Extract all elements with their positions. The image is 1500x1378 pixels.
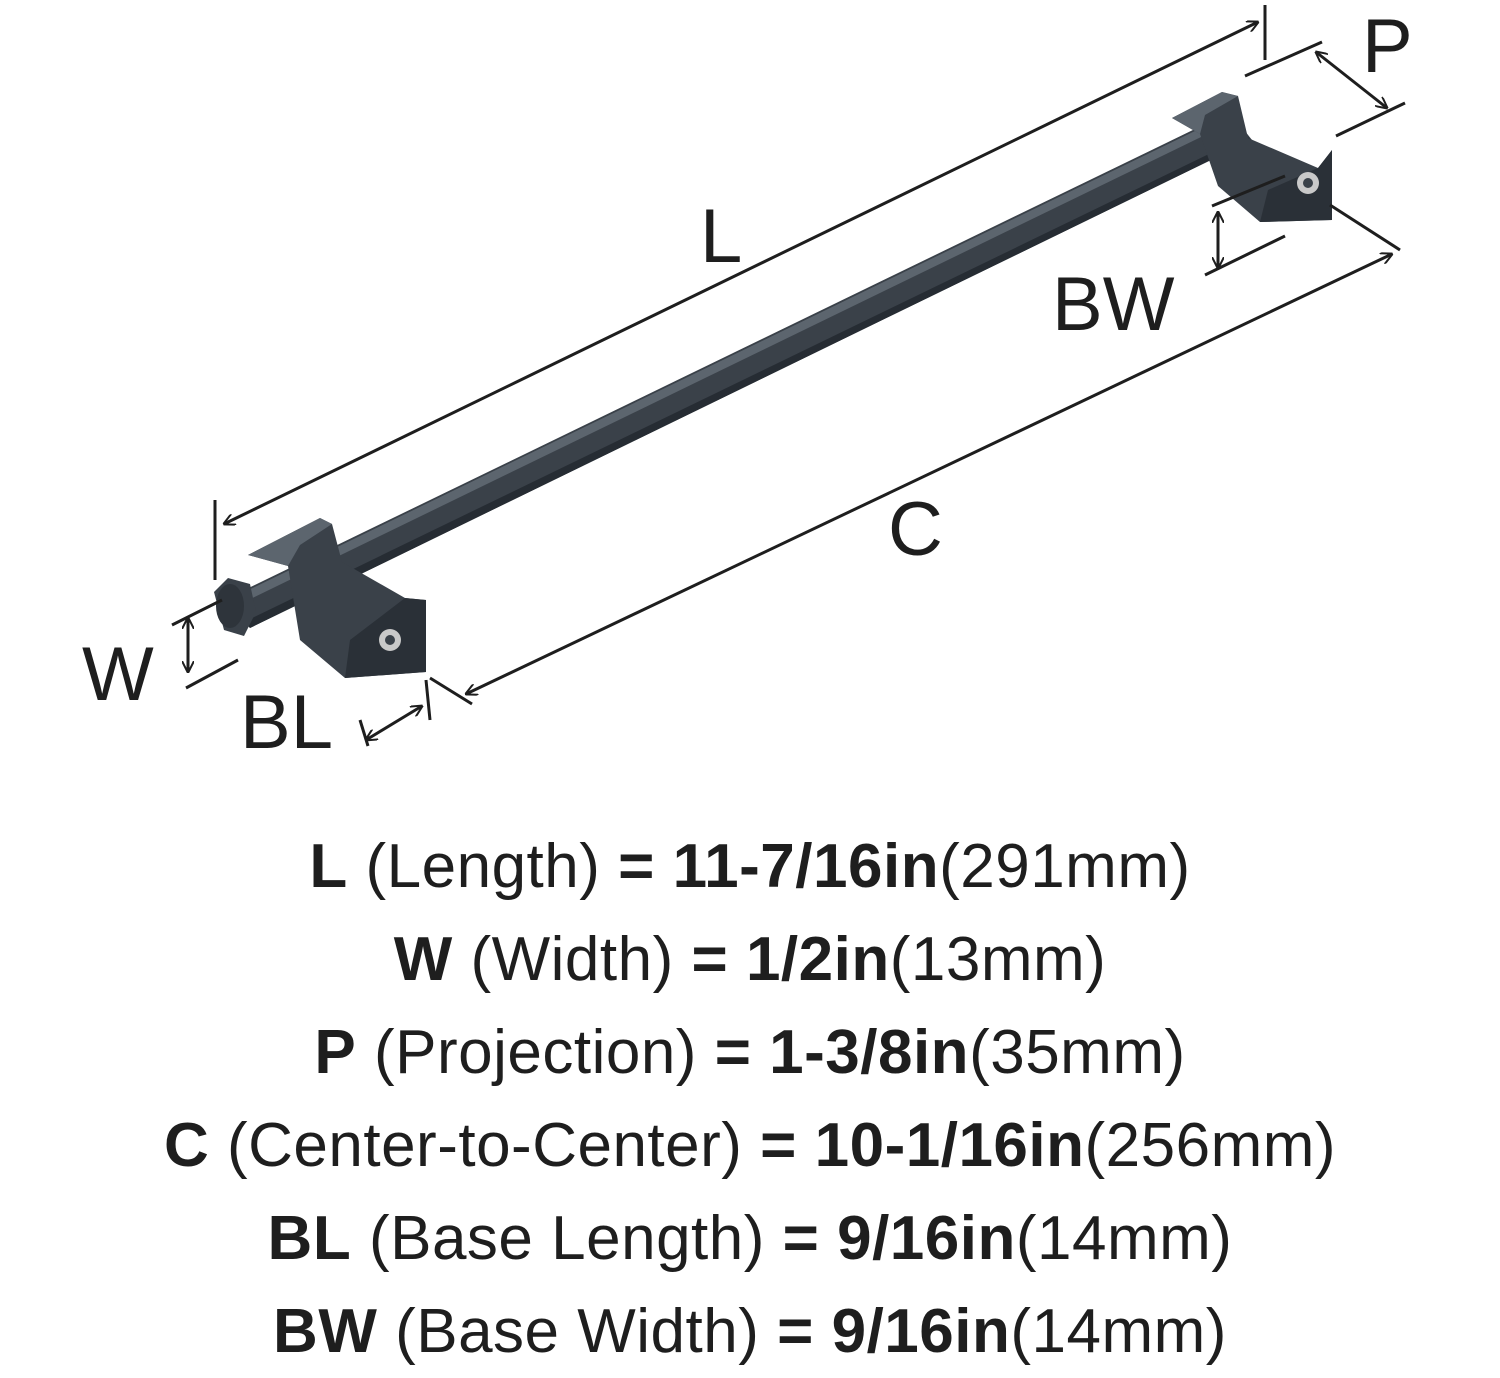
spec-name: (Width) [470, 925, 674, 994]
dim-arrow-c [466, 254, 1392, 694]
spec-imperial-value: 1-3/8in [769, 1018, 970, 1087]
spec-metric-value: (291mm) [939, 832, 1191, 901]
spec-row-center-to-center: C (Center-to-Center) = 10-1/16in(256mm) [0, 1099, 1500, 1192]
left-bar-end-face [216, 584, 244, 628]
dim-extension-p-bottom [1335, 101, 1406, 138]
spec-key: C [163, 1111, 210, 1180]
handle-illustration [214, 92, 1332, 678]
spec-equals: = [777, 1297, 814, 1366]
dim-extension-bw-top [1211, 174, 1286, 208]
spec-imperial-value: 9/16in [837, 1204, 1016, 1273]
spec-row-projection: P (Projection) = 1-3/8in(35mm) [0, 1006, 1500, 1099]
dim-arrow-p [1316, 52, 1387, 108]
dim-extension-bl-left [358, 719, 370, 747]
handle-bar-shadow [244, 136, 1252, 628]
dim-extension-p-top [1244, 40, 1323, 78]
spec-metric-value: (14mm) [1010, 1297, 1227, 1366]
spec-key: L [309, 832, 348, 901]
spec-metric-value: (35mm) [969, 1018, 1186, 1087]
label-bl: BL [240, 680, 333, 765]
spec-name: (Projection) [373, 1018, 697, 1087]
spec-name: (Base Width) [395, 1297, 760, 1366]
spec-key: BL [267, 1204, 352, 1273]
dim-extension-w-bottom [185, 658, 239, 690]
label-p: P [1362, 4, 1413, 89]
spec-row-base-length: BL (Base Length) = 9/16in(14mm) [0, 1192, 1500, 1285]
spec-name: (Base Length) [368, 1204, 765, 1273]
dim-extension-w-top [171, 598, 223, 627]
spec-metric-value: (256mm) [1084, 1111, 1337, 1180]
spec-equals: = [760, 1111, 797, 1180]
label-bw: BW [1052, 262, 1175, 347]
spec-row-base-width: BW (Base Width) = 9/16in(14mm) [0, 1285, 1500, 1378]
dim-extension-c-right [1329, 203, 1401, 252]
spec-row-length: L (Length) = 11-7/16in(291mm) [0, 820, 1500, 913]
dim-extension-bl-right [424, 679, 432, 721]
spec-key: BW [273, 1297, 378, 1366]
spec-equals: = [691, 925, 729, 994]
spec-name: (Center-to-Center) [226, 1111, 743, 1180]
handle-bar [228, 112, 1252, 628]
pull-handle-diagram: L P BW C W BL [82, 4, 1413, 765]
spec-name: (Length) [365, 832, 601, 901]
handle-bar-highlight [232, 114, 1236, 605]
spec-metric-value: (14mm) [1015, 1204, 1233, 1273]
spec-imperial-value: 11-7/16in [672, 832, 940, 901]
spec-metric-value: (13mm) [889, 925, 1107, 994]
spec-key: P [314, 1018, 357, 1087]
label-w: W [82, 632, 154, 717]
specifications-list: L (Length) = 11-7/16in(291mm) W (Width) … [0, 820, 1500, 1378]
spec-imperial-value: 9/16in [831, 1297, 1011, 1366]
spec-equals: = [782, 1204, 820, 1273]
spec-row-width: W (Width) = 1/2in(13mm) [0, 913, 1500, 1006]
spec-key: W [393, 925, 453, 994]
spec-equals: = [618, 832, 655, 901]
label-c: C [888, 487, 943, 572]
dim-arrow-bl [366, 706, 422, 740]
dimension-lines [171, 5, 1406, 747]
spec-equals: = [714, 1018, 752, 1087]
left-post [248, 518, 426, 678]
spec-imperial-value: 10-1/16in [814, 1111, 1085, 1180]
dim-extension-c-left [429, 676, 473, 706]
spec-imperial-value: 1/2in [745, 925, 890, 994]
label-l: L [700, 194, 742, 279]
